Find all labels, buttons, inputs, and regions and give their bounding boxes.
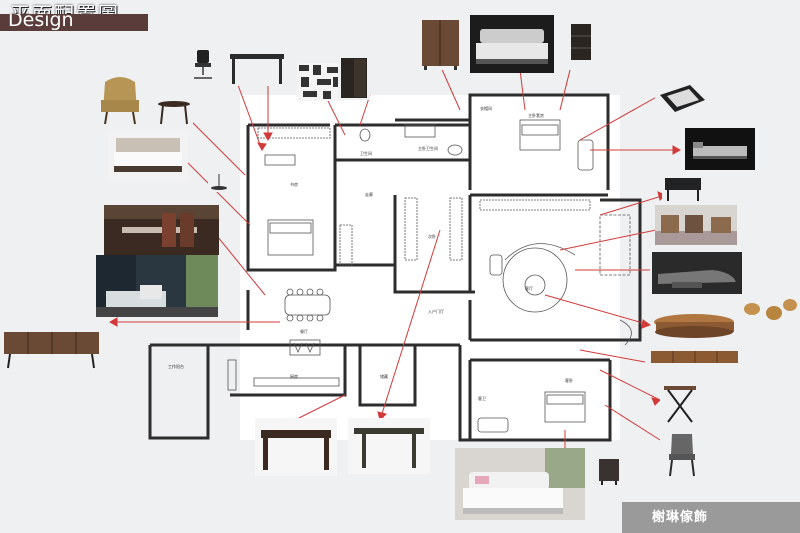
room-label: 餐厅	[300, 328, 308, 334]
side-table-photo	[155, 98, 193, 126]
room-label: 入户门厅	[428, 308, 444, 314]
desk-photo	[226, 48, 288, 86]
foyer-table-photo	[348, 418, 430, 474]
room-label: 卫生间	[360, 150, 372, 156]
plan-walls	[148, 93, 642, 442]
room-label: 主卧卫生间	[418, 145, 438, 151]
living-area-photo	[96, 255, 218, 317]
bedside-table-photo	[595, 455, 623, 487]
cabinet-photo	[338, 55, 370, 100]
tv-bench-photo	[647, 345, 742, 370]
room-label: 走廊	[365, 191, 373, 197]
connector-arrows	[108, 57, 682, 455]
room-label: 客卧	[565, 377, 573, 383]
entry-console-photo	[255, 418, 337, 476]
armchair-photo	[95, 72, 145, 127]
guest-bed-photo	[455, 448, 585, 520]
dining-chair-photo	[660, 430, 705, 478]
ottoman-photo	[655, 80, 710, 120]
shelf-photo	[297, 63, 345, 101]
brand-logo-text: Design	[8, 14, 74, 31]
lamp-photo	[208, 170, 230, 192]
room-label: 客厅	[525, 285, 533, 291]
sideboard-photo	[0, 320, 103, 375]
watermark-label: 榭琳傢飾	[622, 502, 800, 533]
room-label: 次卧	[428, 233, 436, 239]
dining-set-photo	[104, 205, 219, 255]
room-labels: 主卧套房 衣帽间 主卧卫生间 书房 卫生间 客厅 餐厅 厨房 入户门厅 工作阳台…	[168, 105, 573, 401]
plan-background	[240, 95, 620, 440]
room-label: 衣帽间	[480, 105, 492, 111]
room-label: 储藏	[380, 373, 388, 379]
office-chair-photo	[188, 48, 218, 80]
brand-logo-strip: Design	[0, 14, 148, 31]
master-bed-photo	[470, 15, 554, 73]
lounge-chairs-photo	[655, 205, 737, 245]
plan-furniture	[227, 119, 632, 433]
room-label: 书房	[290, 181, 298, 187]
sofa-photo	[652, 252, 742, 294]
study-bed-photo	[108, 130, 188, 182]
console-table-photo	[662, 175, 704, 203]
room-label: 工作阳台	[168, 363, 184, 369]
room-label: 客卫	[478, 395, 486, 401]
nightstand-photo	[565, 20, 597, 65]
coffee-table-photo	[652, 312, 737, 340]
stool-set-photo	[740, 295, 800, 327]
room-label: 主卧套房	[528, 112, 544, 118]
x-side-table-photo	[660, 382, 700, 427]
room-label: 厨房	[290, 373, 298, 379]
wardrobe-photo	[418, 18, 463, 70]
daybed-photo	[685, 128, 755, 170]
